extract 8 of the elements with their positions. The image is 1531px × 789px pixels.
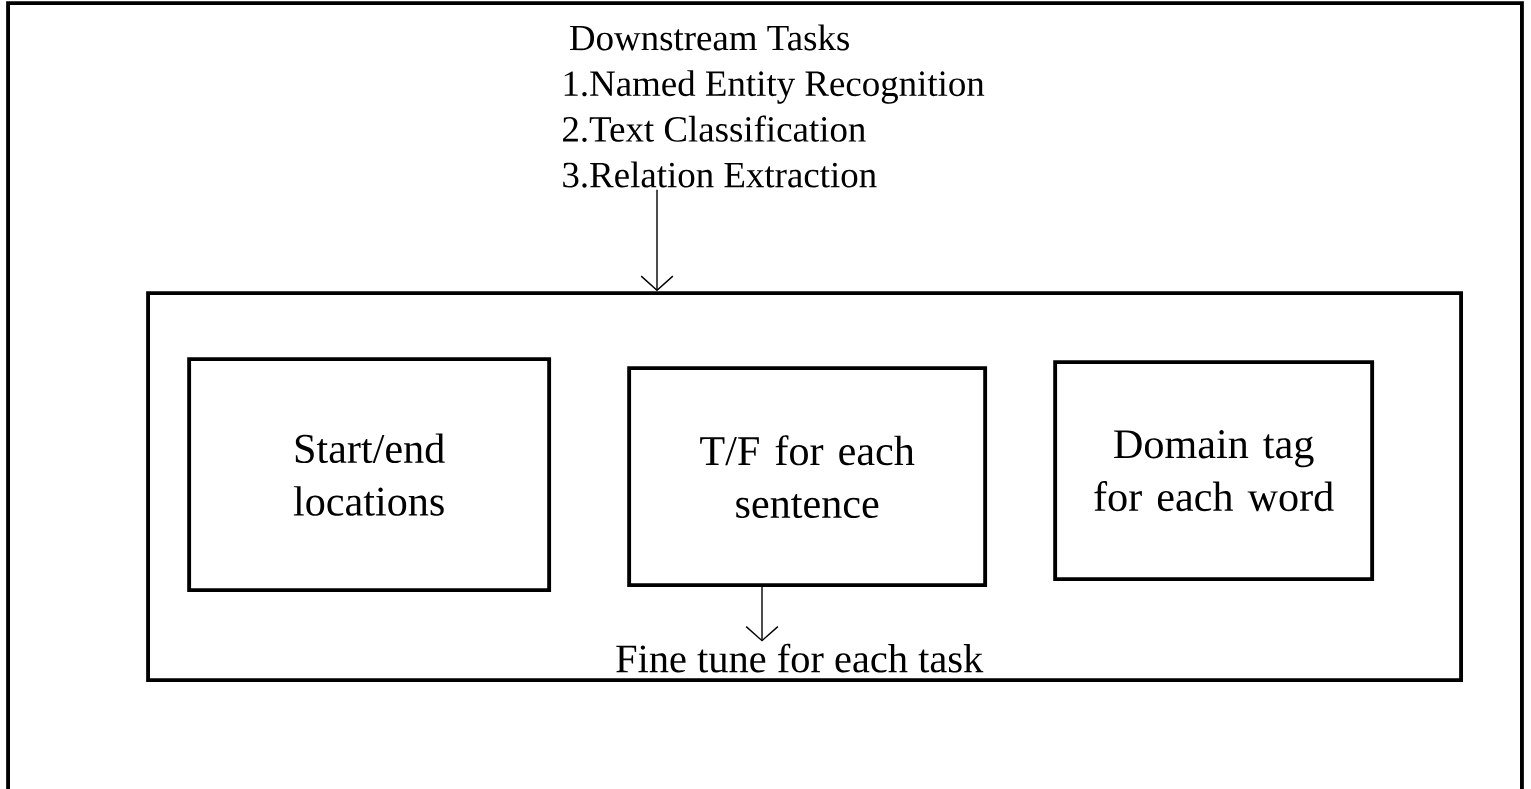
arrow [640,189,674,292]
task-list: Downstream Tasks 1.Named Entity Recognition 2.Text Classification 3.Relation Extraction [563,24,985,188]
outer-frame [6,1,1524,789]
task-box: T/F for each sentence [627,366,988,588]
task-box: Domain tag for each word [1053,360,1375,582]
panel-box [146,291,1463,682]
task-box: Start/end locations [187,357,552,593]
caption-text: Fine tune for each task [616,643,984,673]
